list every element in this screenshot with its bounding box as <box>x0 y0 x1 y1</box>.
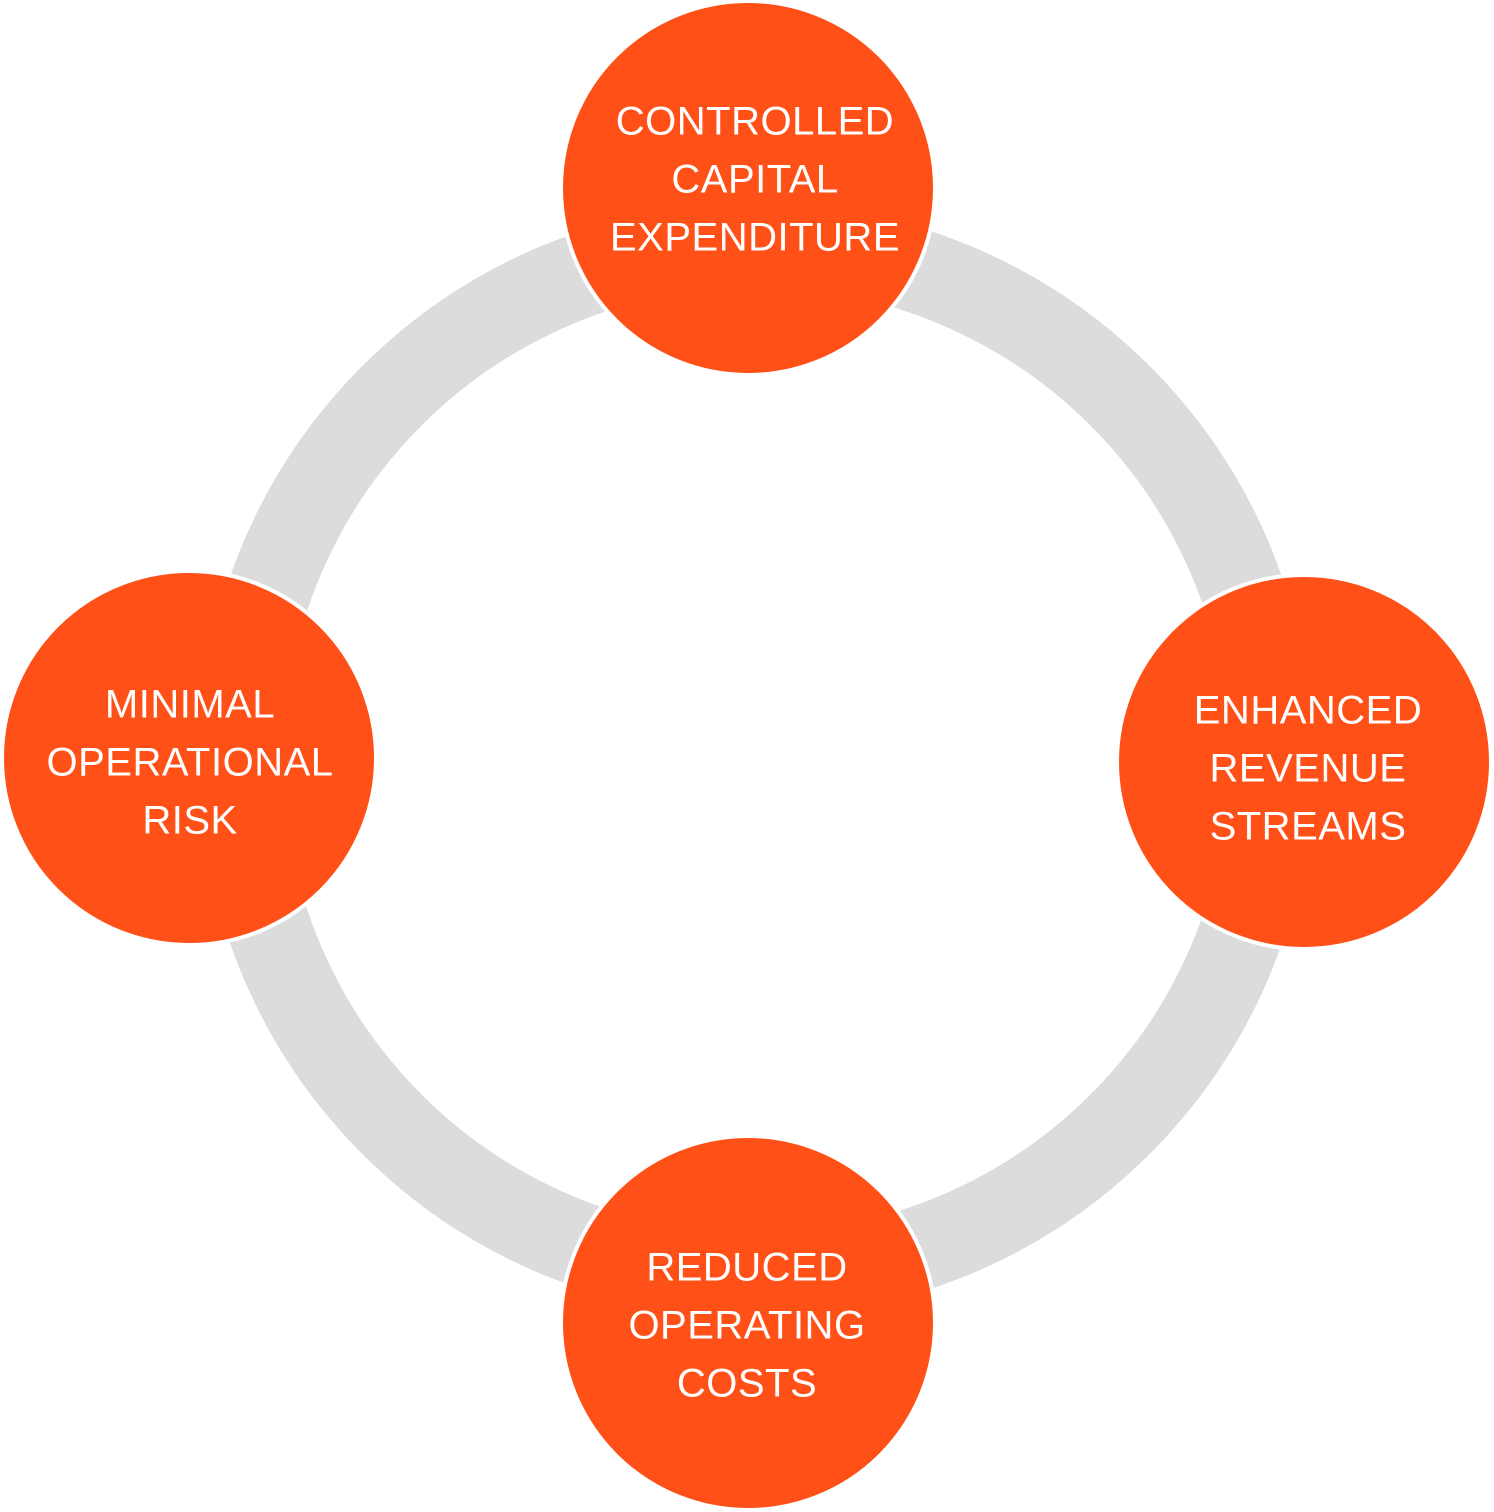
node-circle <box>0 569 378 947</box>
node-label-line: CONTROLLED <box>616 100 894 144</box>
node-label-line: STREAMS <box>1210 805 1407 849</box>
node-label-line: REDUCED <box>646 1246 847 1290</box>
node-label-line: OPERATING <box>628 1304 865 1348</box>
node-controlled-capital-expenditure: CONTROLLED CAPITAL EXPENDITURE <box>559 0 937 377</box>
node-label-line: CAPITAL <box>671 158 838 202</box>
node-label-line: RISK <box>142 799 237 843</box>
node-label-line: EXPENDITURE <box>610 216 900 260</box>
node-minimal-operational-risk: MINIMAL OPERATIONAL RISK <box>0 569 378 947</box>
node-label-line: REVENUE <box>1210 747 1407 791</box>
node-label-line: COSTS <box>677 1362 817 1406</box>
node-label-line: ENHANCED <box>1194 689 1422 733</box>
node-label-line: MINIMAL <box>105 683 275 727</box>
node-circle <box>1115 573 1493 951</box>
node-enhanced-revenue-streams: ENHANCED REVENUE STREAMS <box>1115 573 1493 951</box>
node-circle <box>559 0 937 377</box>
node-circle <box>559 1134 937 1512</box>
node-label-line: OPERATIONAL <box>46 741 333 785</box>
node-reduced-operating-costs: REDUCED OPERATING COSTS <box>559 1134 937 1512</box>
